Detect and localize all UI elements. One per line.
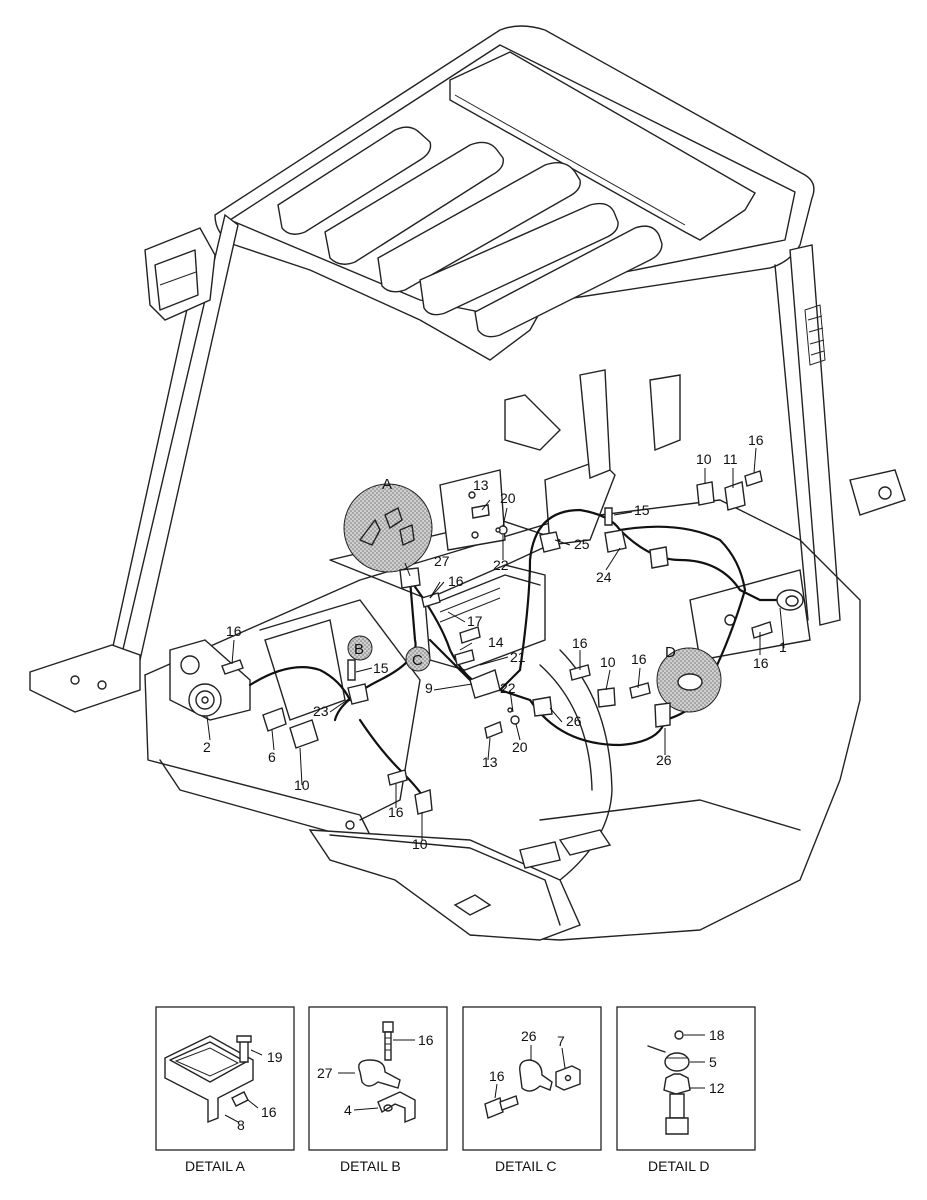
callout-24: 24: [596, 569, 612, 585]
callout-22-b: 22: [500, 680, 516, 696]
detail-c-panel: 26 7 16: [462, 1006, 602, 1151]
detail-letter-a: A: [382, 476, 392, 493]
detail-circle-a: A: [343, 476, 433, 573]
callout-9: 9: [425, 680, 433, 696]
detail-b-part-4: 4: [344, 1102, 352, 1118]
callout-13-b: 13: [482, 754, 498, 770]
callout-23: 23: [313, 703, 329, 719]
callout-10-a: 10: [294, 777, 310, 793]
detail-letter-b: B: [354, 641, 364, 658]
detail-c-part-16: 16: [489, 1068, 505, 1084]
detail-c-part-7: 7: [557, 1033, 565, 1049]
callout-15-a: 15: [373, 660, 389, 676]
detail-d-label: DETAIL D: [648, 1158, 709, 1174]
detail-c-part-26: 26: [521, 1028, 537, 1044]
detail-b-part-27: 27: [317, 1065, 333, 1081]
callout-6: 6: [268, 749, 276, 765]
detail-a-part-19: 19: [267, 1049, 283, 1065]
callout-15-b: 15: [634, 502, 650, 518]
callout-16-f: 16: [753, 655, 769, 671]
callout-13-a: 13: [473, 477, 489, 493]
detail-circle-d: D: [656, 644, 722, 713]
detail-letter-c: C: [412, 652, 423, 669]
callout-22-a: 22: [493, 557, 509, 573]
callout-16-g: 16: [388, 804, 404, 820]
callout-27: 27: [434, 553, 450, 569]
callout-16-e: 16: [748, 432, 764, 448]
detail-b-panel: 16 27 4: [308, 1006, 448, 1151]
detail-a-part-8: 8: [237, 1117, 245, 1133]
callout-20-b: 20: [512, 739, 528, 755]
callout-14: 14: [488, 634, 504, 650]
detail-b-label: DETAIL B: [340, 1158, 401, 1174]
detail-d-part-18: 18: [709, 1027, 725, 1043]
detail-letter-d: D: [665, 644, 676, 661]
detail-d-part-5: 5: [709, 1054, 717, 1070]
callout-17: 17: [467, 613, 483, 629]
callout-16-d: 16: [631, 651, 647, 667]
callout-16-a: 16: [226, 623, 242, 639]
parts: [188, 470, 804, 815]
callout-11: 11: [723, 451, 738, 467]
callout-16-c: 16: [572, 635, 588, 651]
callout-16-b: 16: [448, 573, 464, 589]
callout-leaders: [206, 447, 785, 840]
callout-20-a: 20: [500, 490, 516, 506]
callout-numbers: 1 2 6 9 10 10 10 10 11 13 13 14 15 15 16…: [203, 432, 787, 852]
callout-2: 2: [203, 739, 211, 755]
callout-10-c: 10: [600, 654, 616, 670]
callout-26-b: 26: [656, 752, 672, 768]
detail-d-panel: 18 5 12: [616, 1006, 756, 1151]
callout-26-a: 26: [566, 713, 582, 729]
detail-b-part-16: 16: [418, 1032, 434, 1048]
detail-circle-c: C: [405, 646, 431, 672]
detail-d-part-12: 12: [709, 1080, 725, 1096]
detail-a-panel: 19 16 8: [155, 1006, 295, 1151]
callout-21: 21: [510, 649, 526, 665]
detail-a-label: DETAIL A: [185, 1158, 246, 1174]
callout-25: 25: [574, 536, 590, 552]
detail-circle-b: B: [347, 635, 373, 661]
callout-10-d: 10: [696, 451, 712, 467]
callout-10-b: 10: [412, 836, 428, 852]
overhead-guard: [29, 25, 906, 713]
callout-1: 1: [779, 639, 787, 655]
detail-c-label: DETAIL C: [495, 1158, 556, 1174]
detail-a-part-16: 16: [261, 1104, 277, 1120]
